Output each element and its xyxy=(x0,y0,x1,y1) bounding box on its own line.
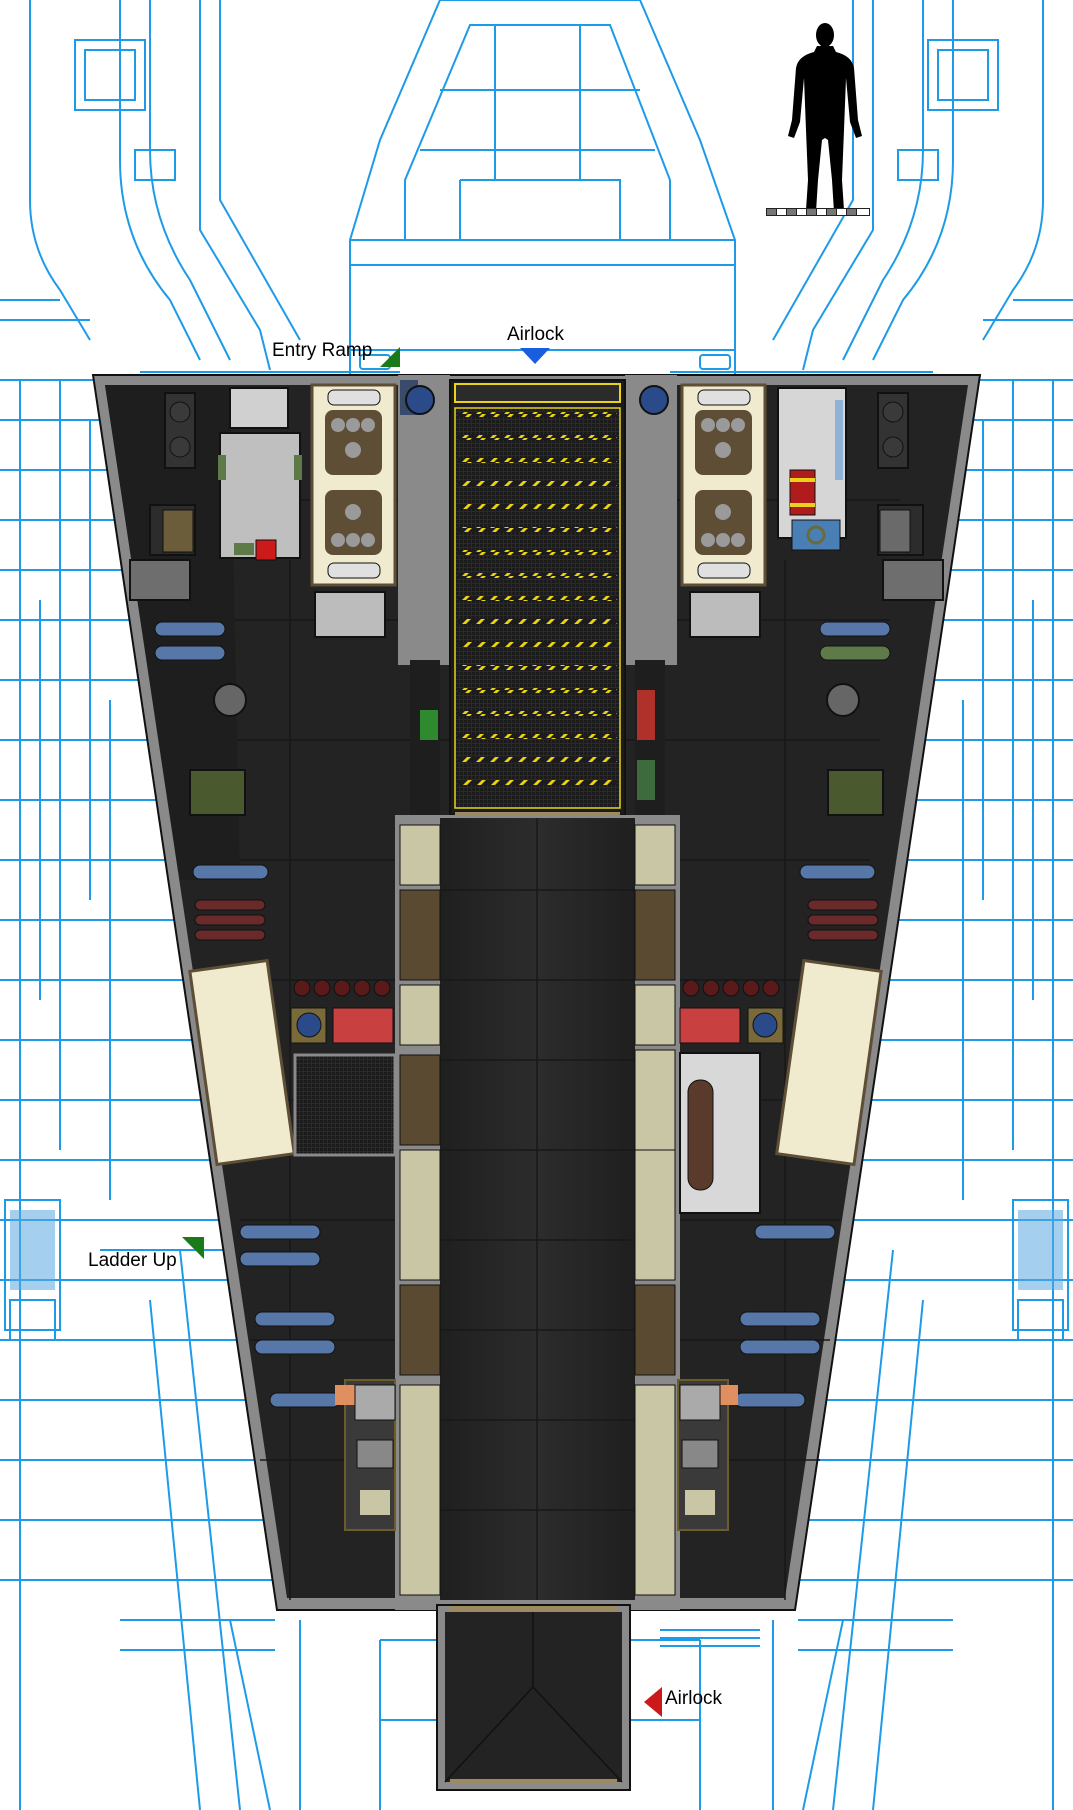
hazard-stripes xyxy=(458,412,617,785)
port-rover xyxy=(218,387,302,561)
airlock-top-marker[interactable] xyxy=(518,346,552,366)
ladder-up-marker[interactable] xyxy=(180,1235,206,1261)
port-mid-room xyxy=(290,979,784,1214)
main-corridor xyxy=(395,815,680,1610)
cargo-lift xyxy=(398,375,677,816)
airlock-bottom-label: Airlock xyxy=(665,1688,723,1709)
entry-ramp-marker[interactable] xyxy=(378,345,402,369)
entry-ramp-label: Entry Ramp xyxy=(272,340,373,361)
airlock-top-label: Airlock xyxy=(507,324,565,345)
lower-vehicles xyxy=(335,1379,738,1531)
airlock-bottom-marker[interactable] xyxy=(642,1685,664,1719)
human-scale-silhouette xyxy=(788,23,862,212)
ladder-up-label: Ladder Up xyxy=(88,1250,177,1271)
scale-ruler xyxy=(766,208,870,216)
corridor-lockers xyxy=(399,824,676,1596)
port-equipment-racks xyxy=(105,385,891,1408)
aft-airlock xyxy=(436,1604,631,1791)
starboard-consoles xyxy=(777,387,847,551)
starboard-equipment-racks xyxy=(877,392,944,601)
